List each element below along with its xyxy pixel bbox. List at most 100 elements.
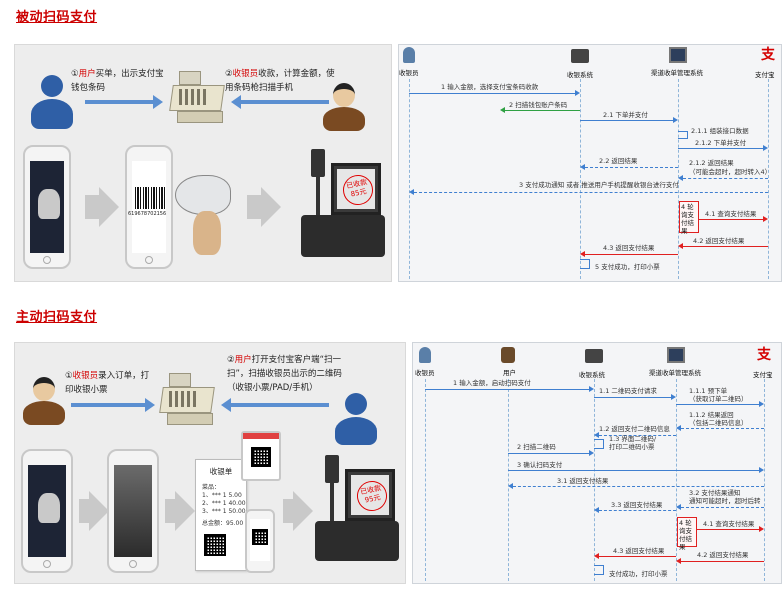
message-arrow	[513, 486, 764, 487]
arrow-head-right	[145, 398, 155, 412]
alipay-actor-icon: 支	[757, 347, 771, 363]
message-label: 2.1.1 组装接口数据	[691, 127, 749, 135]
section1-title: 被动扫码支付	[16, 10, 98, 25]
message-label: 3.1 返回支付结果	[557, 477, 609, 485]
message-arrow	[409, 93, 575, 94]
message-arrow	[681, 561, 764, 562]
receipt-qr-code	[204, 534, 226, 556]
cashier-head-icon	[33, 377, 55, 401]
message-label: 2 扫描钱包账户条码	[509, 101, 568, 109]
actor-label: 支付宝	[755, 71, 775, 79]
chevron-right-icon	[99, 187, 119, 227]
message-label: 1.3 界面二维码/	[609, 435, 657, 443]
message-label: 1 输入金额，选择支付宝条码收款	[441, 83, 539, 91]
polling-box: 4 轮询支付结果	[677, 517, 697, 551]
message-label: 4.1 查询支付结果	[703, 520, 755, 528]
chevron-right-icon	[175, 491, 195, 531]
arrow-cashier-to-register	[239, 100, 329, 104]
receipt-line: 3、*** 1 50.00	[202, 508, 246, 515]
message-label: （包括二维码信息）	[689, 419, 748, 427]
user-body-icon	[335, 417, 377, 445]
message-label: 1.1.1 预下单	[689, 387, 728, 395]
actor-label: 收银员	[415, 369, 435, 377]
pos-base-icon	[315, 521, 399, 561]
message-label: 2.1 下单并支付	[603, 111, 648, 119]
receipt-line: 1、*** 1 5.00	[202, 492, 242, 499]
message-arrow	[697, 529, 759, 530]
pad-icon	[241, 431, 281, 481]
message-label: 4.3 返回支付结果	[613, 547, 665, 555]
pos-screen-icon	[345, 469, 395, 521]
arrow-cashier-to-register	[71, 403, 147, 407]
message-arrow	[699, 219, 763, 220]
actor-label: 支付宝	[753, 371, 773, 379]
message-label: 5 支付成功，打印小票	[595, 263, 660, 271]
cashier-head-icon	[333, 83, 355, 107]
cashier-actor-icon	[403, 47, 415, 63]
message-label: 4.3 返回支付结果	[603, 244, 655, 252]
channel-system-actor-icon	[669, 47, 687, 63]
cash-receipt: 收银单 菜品： 1、*** 1 5.00 2、*** 1 40.00 3、***…	[195, 459, 247, 571]
phone-wallet-icon	[21, 449, 73, 573]
message-arrow	[585, 167, 678, 168]
section1-step1-text: ①用户买单，出示支付宝钱包条码	[71, 69, 164, 93]
actor-label: 渠道收单管理系统	[651, 69, 703, 77]
message-arrow	[599, 435, 676, 436]
message-arrow	[508, 470, 759, 471]
message-label: 4.1 查询支付结果	[705, 210, 757, 218]
message-label: 2 扫描二维码	[517, 443, 556, 451]
message-label: 打印二维码小票	[609, 443, 655, 451]
message-label: 3 确认扫码支付	[517, 461, 563, 469]
chevron-right-icon	[89, 491, 109, 531]
actor-label: 收银员	[399, 69, 419, 77]
arrow-user-to-register	[229, 403, 329, 407]
message-arrow	[599, 510, 676, 511]
pos-base-icon	[301, 215, 385, 257]
actor-label: 渠道收单管理系统	[649, 369, 701, 377]
user-head-icon	[41, 75, 63, 97]
arrow-head-left	[221, 398, 231, 412]
message-label: 1.2 返回支付二维码信息	[599, 425, 670, 433]
active-scan-illustration: ①收银员录入订单，打印收银小票 ②用户打开支付宝客户端“扫一扫”，扫描收银员出示…	[14, 342, 406, 584]
message-arrow	[676, 404, 759, 405]
message-arrow	[681, 428, 764, 429]
message-label: 1.1.2 结果返回	[689, 411, 734, 419]
phone-scanner-icon	[107, 449, 159, 573]
user-body-icon	[31, 99, 73, 129]
pos-display-icon	[311, 149, 325, 177]
message-arrow	[414, 192, 768, 193]
section2-step1-text: ①收银员录入订单，打印收银小票	[65, 371, 150, 395]
message-arrow	[425, 389, 589, 390]
cashier-body-icon	[323, 107, 365, 131]
user-actor-icon	[501, 347, 515, 363]
actor-label: 收银系统	[567, 71, 593, 79]
active-scan-sequence-diagram: 支 收银员 用户 收银系统 渠道收单管理系统 支付宝 1 输入金额，启动扫码支付…	[412, 342, 782, 584]
message-arrow	[678, 148, 763, 149]
actor-label: 收银系统	[579, 371, 605, 379]
passive-scan-sequence-diagram: 支 收银员 收银系统 渠道收单管理系统 支付宝 1 输入金额，选择支付宝条码收款…	[398, 44, 782, 282]
cash-register-icon	[159, 373, 217, 429]
message-label: 3.2 支付结果通知	[689, 489, 741, 497]
section1-step2-text: ②收银员收款，计算金额，使用条码枪扫描手机	[225, 69, 335, 93]
pos-screen-icon	[331, 163, 381, 215]
pos-display-icon	[325, 455, 339, 483]
actor-label: 用户	[503, 369, 516, 377]
pos-system-actor-icon	[571, 49, 589, 63]
message-label: 支付成功，打印小票	[609, 570, 668, 578]
chevron-right-icon	[261, 187, 281, 227]
passive-scan-illustration: ①用户买单，出示支付宝钱包条码 ②收银员收款，计算金额，使用条码枪扫描手机 61…	[14, 44, 392, 282]
pos-system-actor-icon	[585, 349, 603, 363]
message-label: 2.2 返回结果	[599, 157, 638, 165]
phone-qr-icon	[245, 509, 275, 573]
receipt-line: 2、*** 1 40.00	[202, 500, 246, 507]
message-arrow	[681, 507, 764, 508]
message-label: （获取订单二维码）	[689, 395, 748, 403]
cashier-body-icon	[23, 401, 65, 425]
message-label: 3 支付成功通知 或者 推送用户手机提醒收银台进行支付	[519, 181, 679, 189]
chevron-right-icon	[293, 491, 313, 531]
section2-title: 主动扫码支付	[16, 310, 98, 325]
message-label: 通知可能超时，超时后转	[689, 497, 761, 505]
polling-box: 4 轮询支付结果	[679, 201, 699, 235]
barcode-scanner-icon	[175, 175, 231, 215]
cashier-actor-icon	[419, 347, 431, 363]
